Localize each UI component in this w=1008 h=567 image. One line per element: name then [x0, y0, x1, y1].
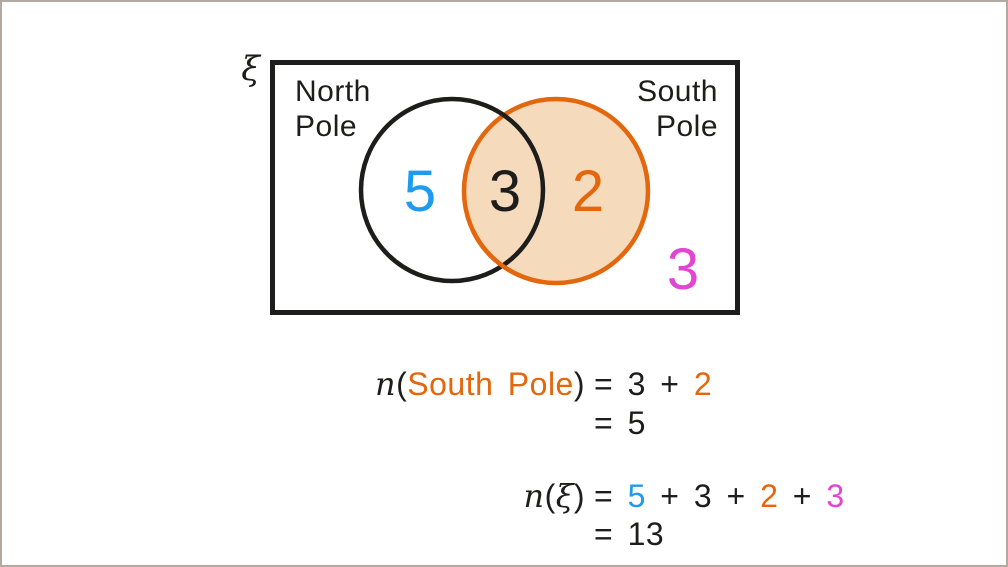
- eq2-step2-result: = 13: [594, 516, 665, 552]
- universal-set-symbol: ξ: [241, 49, 262, 89]
- eq2-step2: = 13: [594, 514, 664, 554]
- eq2-step1-eq: =: [594, 478, 628, 514]
- eq1-open-paren: (: [396, 366, 408, 402]
- eq2-step1-magenta-term: 3: [826, 478, 845, 514]
- eq1-func-n: n: [375, 365, 397, 403]
- eq1-step2: = 5: [594, 403, 646, 443]
- eq1-step1-orange-term: 2: [693, 366, 713, 402]
- eq2-step1-orange-term: 2: [760, 478, 779, 514]
- north-pole-label-line2: Pole: [295, 110, 357, 143]
- eq2-open-paren: (: [544, 478, 556, 514]
- eq2-step1-mid2: +: [778, 478, 827, 514]
- eq1-lhs: n(South Pole): [2, 364, 585, 404]
- eq1-step2-result: = 5: [594, 405, 646, 441]
- south-pole-label-line1: South: [637, 75, 718, 108]
- eq2-func-n: n: [523, 477, 545, 515]
- eq2-step1: = 5 + 3 + 2 + 3: [594, 476, 845, 516]
- north-pole-label-line1: North: [295, 75, 371, 108]
- eq1-step1-prefix: = 3 +: [594, 366, 694, 402]
- eq2-set-symbol: ξ: [555, 477, 574, 515]
- south-only-count: 2: [572, 159, 604, 224]
- eq1-step1: = 3 + 2: [594, 364, 712, 404]
- eq1-set-name: South Pole: [407, 366, 574, 402]
- intersection-count: 3: [489, 159, 521, 224]
- outside-sets-count: 3: [667, 237, 699, 302]
- eq2-close-paren: ): [573, 478, 585, 514]
- eq2-step1-blue-term: 5: [627, 478, 646, 514]
- eq2-lhs: n(ξ): [2, 476, 585, 516]
- north-pole-circle: [358, 96, 546, 284]
- eq2-step1-mid1: + 3 +: [645, 478, 761, 514]
- south-pole-label-line2: Pole: [656, 110, 718, 143]
- south-circle-overlap-arc: [470, 228, 541, 284]
- north-only-count: 5: [404, 159, 436, 224]
- south-pole-circle: [461, 96, 651, 286]
- eq1-close-paren: ): [573, 366, 585, 402]
